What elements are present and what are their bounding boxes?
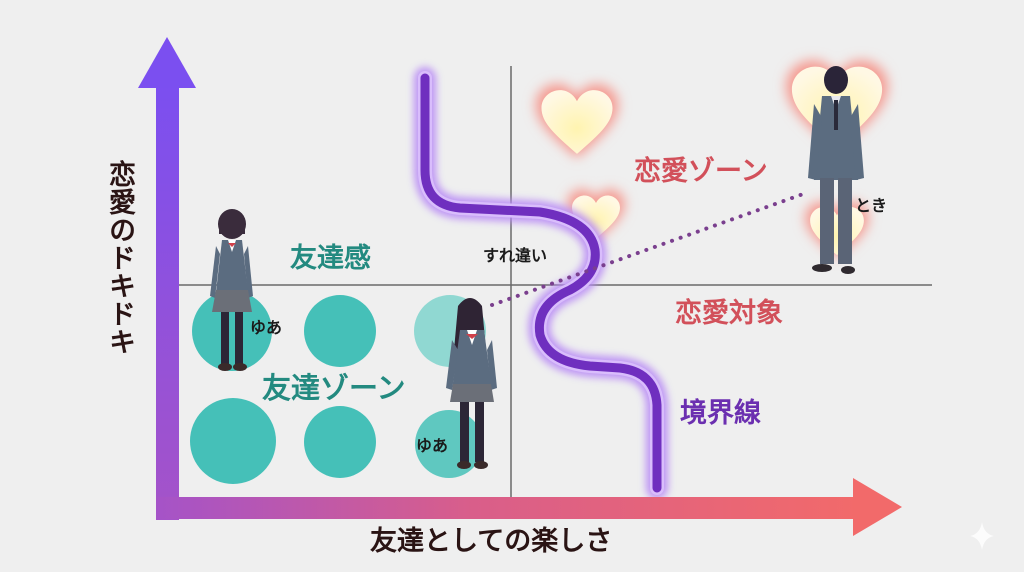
toki-name-tag: とき: [855, 196, 888, 215]
yua-name-tag: ゆあ: [416, 436, 449, 455]
boy-character: [808, 66, 864, 274]
heart-icon: [535, 84, 619, 158]
boundary-label: 境界線: [680, 398, 761, 429]
dotted-connector: [490, 191, 808, 307]
girl-character-short-hair: [210, 209, 253, 371]
love-target-label: 恋愛対象: [675, 298, 783, 329]
girl-character-long-hair: [446, 298, 497, 469]
friend-zone-label: 友達ゾーン: [262, 371, 406, 405]
surechigai-annotation: すれ違い: [483, 246, 548, 265]
quadrant-grid: [178, 66, 932, 497]
friend-feel-label: 友達感: [290, 243, 371, 274]
sparkle-icon: [970, 522, 994, 550]
x-axis-arrow: [156, 478, 902, 536]
x-axis-label: 友達としての楽しさ: [370, 526, 613, 557]
boundary-line: [414, 67, 668, 499]
yua-name-tag: ゆあ: [250, 318, 283, 337]
y-axis-arrow: [138, 37, 196, 520]
y-axis-label: 恋愛のドキドキ: [104, 160, 135, 356]
love-zone-label: 恋愛ゾーン: [634, 156, 768, 187]
